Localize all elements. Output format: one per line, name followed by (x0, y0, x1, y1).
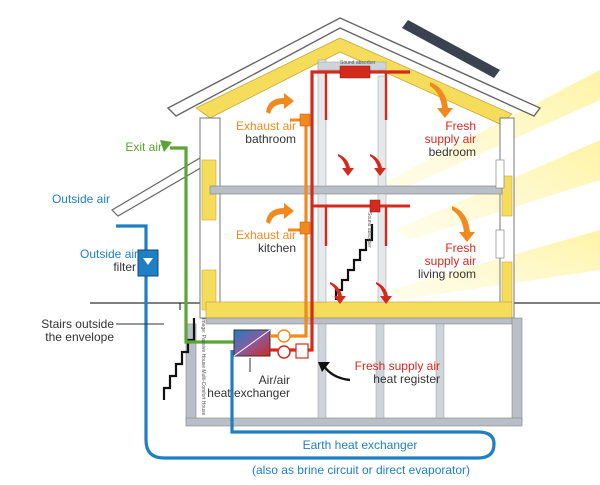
basement-column-3 (435, 323, 445, 419)
fresh-bedroom-line-2: supply air (424, 132, 476, 146)
exhaust-kitchen-line-1: Exhaust air (235, 228, 296, 242)
outside-air-filter-line-1: Outside air (80, 247, 139, 261)
fresh-bedroom-line-1: Fresh (445, 119, 476, 133)
solar-panel (402, 20, 500, 78)
outside-air-label: Outside air (51, 192, 110, 206)
fresh-living-line-3: living room (417, 267, 476, 281)
entrance-roof (111, 157, 205, 217)
interior-stairs (334, 224, 374, 300)
upper-floor-slab (209, 185, 503, 195)
supply-air-arrows (330, 154, 392, 304)
exhaust-bathroom-line-1: Exhaust air (235, 119, 296, 133)
image-credit: Image: Passive House Multi-Comfort House (200, 318, 206, 416)
window-upper (495, 159, 505, 189)
brine-note-label: (also as brine circuit or direct evapora… (251, 463, 471, 477)
room-airflow-arrows (266, 82, 475, 242)
fresh-living-label: Fresh supply air living room (408, 242, 476, 281)
exit-air-duct (170, 146, 236, 344)
heat-register-pointer (323, 365, 351, 382)
exhaust-kitchen-label: Exhaust air kitchen (218, 229, 296, 255)
exit-air-label: Exit air (125, 140, 162, 154)
wall-insulation-right-upper (501, 175, 513, 217)
basement-slab-top (205, 317, 513, 325)
sound-absorber-upper-label: Sound absorber (340, 60, 376, 66)
exhaust-kitchen-line-2: kitchen (257, 241, 296, 255)
sound-absorber-upper (339, 65, 371, 79)
exit-air-arrow (160, 140, 172, 152)
column-lower-1 (317, 193, 327, 303)
sound-absorber-lower (369, 199, 381, 213)
column-upper-1 (317, 59, 327, 187)
sound-absorber-lower-label: Sound absorber (366, 212, 372, 248)
stairs-label: Stairs outside the envelope (4, 318, 114, 344)
stairs-line-1: Stairs outside (41, 317, 114, 331)
outside-air-filter-label: Outside air filter (80, 247, 139, 274)
heat-register-line-1: Fresh supply air (354, 359, 440, 373)
fan-exhaust-icon (277, 329, 291, 343)
fresh-living-line-2: supply air (424, 254, 476, 268)
wall-insulation-right-lower (501, 261, 513, 303)
basement-floor (185, 417, 523, 427)
column-upper-2 (377, 75, 387, 187)
heat-register-label: Fresh supply air heat register (346, 360, 440, 386)
ground-floor-slab (205, 301, 513, 319)
earth-heat-exchanger-pipe (116, 224, 496, 460)
sun-beam-top (370, 70, 600, 190)
fan-supply-icon (277, 345, 291, 359)
heat-exchanger-label: Air/air heat exchanger (200, 374, 290, 400)
fresh-bedroom-label: Fresh supply air bedroom (408, 120, 476, 159)
exhaust-bathroom-line-2: bathroom (245, 132, 296, 146)
roof-outline (166, 17, 542, 117)
column-lower-2 (377, 193, 387, 303)
heat-register-icon (295, 343, 309, 359)
heat-exchanger-line-2: heat exchanger (207, 386, 290, 400)
exhaust-bathroom-label: Exhaust air bathroom (218, 120, 296, 146)
window-lower (495, 229, 505, 259)
stairs-line-2: the envelope (45, 330, 114, 344)
fresh-bedroom-line-3: bedroom (428, 145, 476, 159)
heat-exchanger-line-1: Air/air (258, 373, 290, 387)
earth-heat-exchanger-label: Earth heat exchanger (302, 438, 418, 452)
heat-register-line-2: heat register (373, 372, 440, 386)
outside-stairs (162, 318, 196, 400)
sun-beam-bottom (390, 230, 600, 300)
outside-air-filter-line-2: filter (113, 260, 136, 274)
fresh-living-line-1: Fresh (445, 241, 476, 255)
basement-wall-right (511, 317, 523, 423)
basement-column-2 (375, 323, 385, 419)
